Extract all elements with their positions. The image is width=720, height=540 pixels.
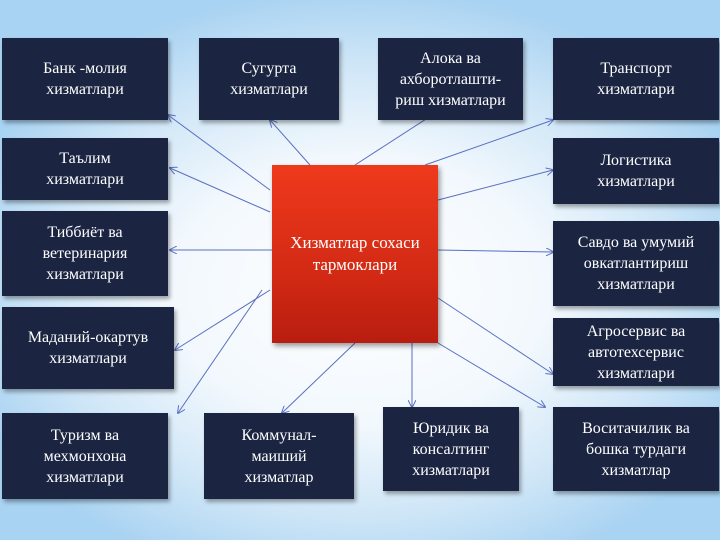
branch-tourism: Туризм ва мехмонхона хизматлари <box>2 413 168 499</box>
branch-insurance: Сугурта хизматлари <box>199 38 339 120</box>
center-node: Хизматлар сохаси тармоклари <box>272 165 438 343</box>
arrow-4 <box>170 168 271 213</box>
arrow-3 <box>424 120 553 166</box>
arrow-10 <box>178 289 263 413</box>
arrow-5 <box>437 170 553 201</box>
branch-culture: Маданий-окартув хизматлари <box>2 307 174 389</box>
arrow-7 <box>437 250 553 252</box>
arrow-9 <box>437 297 553 374</box>
branch-legal: Юридик ва консалтинг хизматлари <box>383 407 519 491</box>
arrow-0 <box>168 115 271 191</box>
branch-communication: Алока ва ахборотлашти- риш хизматлари <box>378 38 523 120</box>
branch-communal: Коммунал- маиший хизматлар <box>204 413 354 499</box>
branch-transport: Транспорт хизматлари <box>553 38 719 120</box>
branch-logistics: Логистика хизматлари <box>553 138 719 204</box>
branch-bank-finance: Банк -молия хизматлари <box>2 38 168 120</box>
arrow-13 <box>437 342 545 407</box>
branch-education: Таълим хизматлари <box>2 138 168 200</box>
branch-intermediary: Воситачилик ва бошка турдаги хизматлар <box>553 407 719 491</box>
arrow-1 <box>270 120 311 166</box>
arrow-8 <box>175 289 271 350</box>
branch-trade: Савдо ва умумий овкатлантириш хизматлари <box>553 221 719 306</box>
branch-agroservice: Агросервис ва автотехсервис хизматлари <box>553 318 719 386</box>
branch-medicine: Тиббиёт ва ветеринария хизматлари <box>2 211 168 296</box>
arrow-11 <box>282 342 356 413</box>
